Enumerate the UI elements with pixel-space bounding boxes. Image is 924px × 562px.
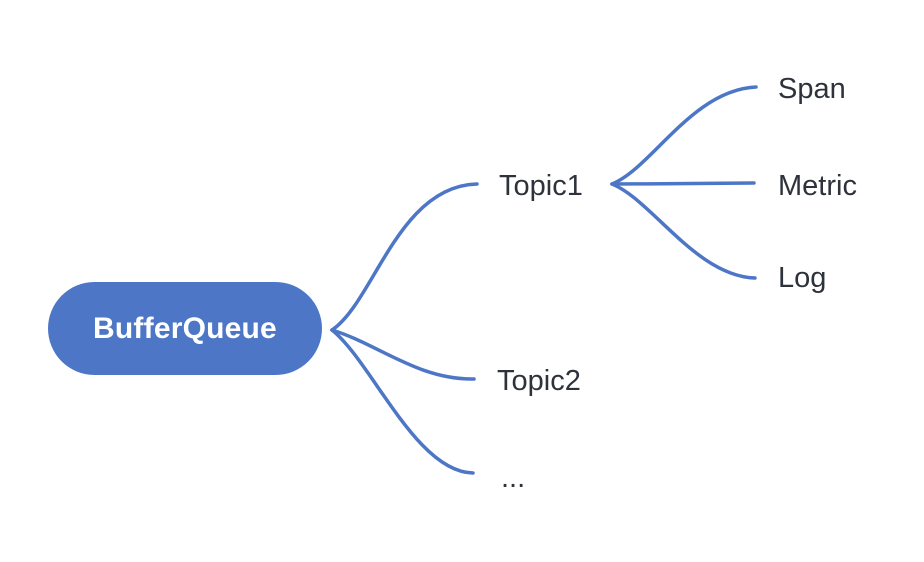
node-log[interactable]: Log bbox=[778, 262, 827, 294]
node-ellipsis[interactable]: ... bbox=[501, 462, 526, 494]
node-topic1[interactable]: Topic1 bbox=[499, 170, 583, 202]
node-topic2[interactable]: Topic2 bbox=[497, 365, 581, 397]
connector-topic1-log bbox=[610, 182, 757, 280]
connector-root-topic1 bbox=[330, 182, 479, 332]
connector-topic1-metric bbox=[610, 181, 756, 186]
connector-root-more bbox=[330, 328, 475, 475]
node-metric[interactable]: Metric bbox=[778, 170, 857, 202]
node-span[interactable]: Span bbox=[778, 73, 846, 105]
connector-topic1-span bbox=[610, 85, 758, 186]
node-bufferqueue[interactable]: BufferQueue bbox=[48, 282, 322, 375]
connector-root-topic2 bbox=[330, 328, 476, 381]
